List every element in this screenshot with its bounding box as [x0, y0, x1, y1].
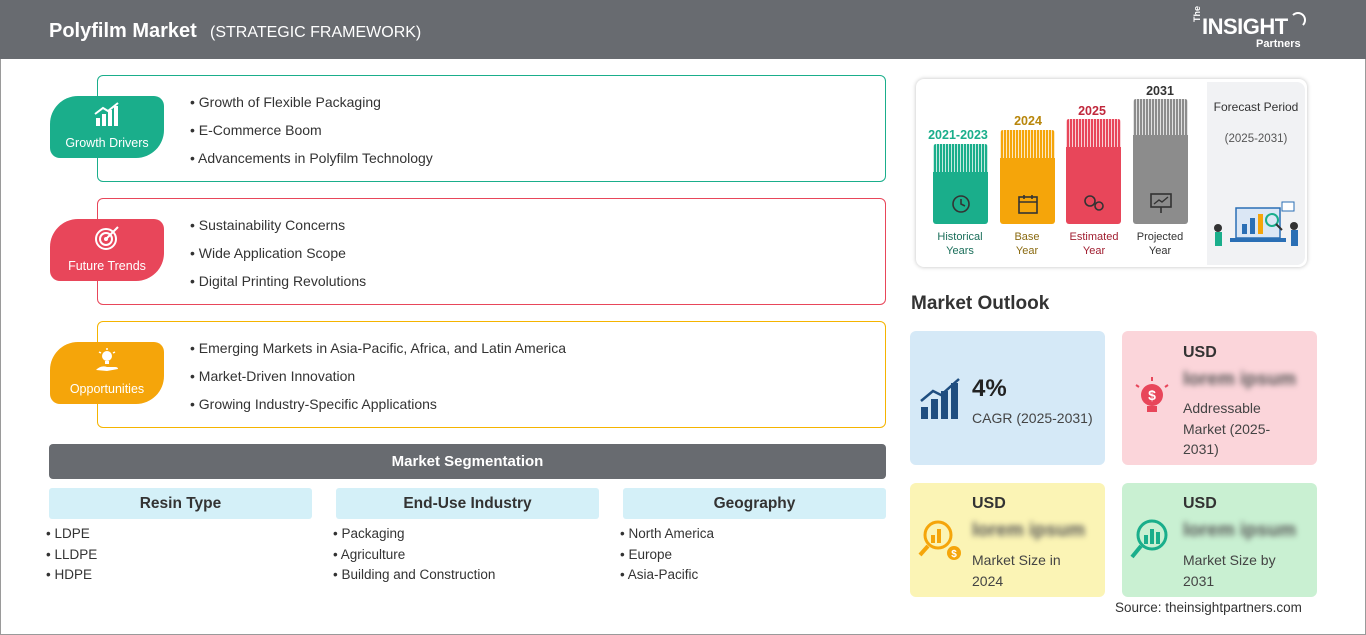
logo-partners: Partners	[1256, 38, 1301, 50]
page-title: Polyfilm Market	[49, 20, 197, 42]
header-bar: Polyfilm Market (STRATEGIC FRAMEWORK) Th…	[0, 0, 1366, 59]
forecast-title: Forecast Period	[1213, 100, 1299, 114]
list-item: Advancements in Polyfilm Technology	[190, 150, 433, 178]
list-item: North America	[620, 526, 714, 547]
addressable-value-blurred: lorem ipsum	[1183, 369, 1296, 390]
list-item: Asia-Pacific	[620, 567, 714, 588]
page-subtitle: (STRATEGIC FRAMEWORK)	[210, 24, 422, 41]
size2031-label: Market Size by 2031	[1183, 552, 1276, 589]
logo-insight: INSIGHT	[1202, 14, 1288, 39]
growth-chart-icon	[920, 378, 960, 419]
segment-list-resin-type: LDPE LLDPE HDPE	[46, 526, 97, 588]
list-item: HDPE	[46, 567, 97, 588]
size2024-label: Market Size in 2024	[972, 552, 1061, 589]
list-item: Europe	[620, 547, 714, 568]
insight-partners-logo[interactable]: The INSIGHT Partners	[1190, 6, 1310, 54]
bar-base	[1000, 130, 1055, 224]
cagr-tile: 4% CAGR (2025-2031)	[910, 331, 1105, 465]
market-size-2031-tile: USD lorem ipsum Market Size by 2031	[1122, 483, 1317, 597]
future-trends-list: Sustainability Concerns Wide Application…	[190, 217, 366, 301]
analytics-illustration-icon	[1214, 201, 1298, 246]
lightbulb-dollar-icon: $	[1135, 377, 1169, 412]
bar-historical	[933, 144, 988, 224]
lightbulb-hand-icon	[96, 348, 118, 371]
list-item: Wide Application Scope	[190, 245, 366, 273]
size2031-value-blurred: lorem ipsum	[1183, 520, 1296, 541]
history-icon	[952, 195, 970, 213]
segment-head-resin-type: Resin Type	[49, 488, 312, 519]
list-item: Growth of Flexible Packaging	[190, 94, 433, 122]
cagr-value: 4%	[972, 375, 1007, 402]
year-estimated: 2025	[1078, 104, 1106, 118]
addressable-market-tile: USD lorem ipsum $ Addressable Market (20…	[1122, 331, 1317, 465]
calendar-icon	[1018, 195, 1038, 214]
market-segmentation-bar: Market Segmentation	[49, 444, 886, 479]
magnifier-dollar-icon: $	[918, 520, 961, 560]
logo-the: The	[1192, 5, 1202, 22]
addressable-usd: USD	[1183, 344, 1217, 361]
opportunities-label: Opportunities	[69, 382, 145, 396]
future-trends-card: Sustainability Concerns Wide Application…	[97, 198, 886, 305]
source-note: Source: theinsightpartners.com	[1115, 600, 1302, 615]
list-item: LLDPE	[46, 547, 97, 568]
growth-drivers-badge: Growth Drivers	[50, 96, 164, 158]
list-item: LDPE	[46, 526, 97, 547]
size2024-value-blurred: lorem ipsum	[972, 520, 1085, 541]
list-item: Agriculture	[333, 547, 495, 568]
market-outlook-title: Market Outlook	[911, 293, 1050, 314]
magnifier-chart-icon	[1130, 519, 1168, 559]
year-projected: 2031	[1146, 84, 1174, 98]
cagr-label: CAGR (2025-2031)	[972, 410, 1093, 426]
size2024-usd: USD	[972, 495, 1006, 512]
growth-drivers-list: Growth of Flexible Packaging E-Commerce …	[190, 94, 433, 178]
growth-chart-icon	[94, 102, 119, 126]
list-item: Growing Industry-Specific Applications	[190, 396, 566, 424]
segment-head-end-use: End-Use Industry	[336, 488, 599, 519]
gears-icon	[1084, 195, 1104, 211]
addressable-label: Addressable Market (2025- 2031)	[1183, 400, 1271, 457]
svg-text:$: $	[1148, 387, 1156, 403]
opportunities-badge: Opportunities	[50, 342, 164, 404]
growth-drivers-card: Growth of Flexible Packaging E-Commerce …	[97, 75, 886, 182]
list-item: Digital Printing Revolutions	[190, 273, 366, 301]
forecast-range: (2025-2031)	[1224, 133, 1288, 145]
growth-drivers-label: Growth Drivers	[65, 136, 149, 150]
presentation-icon	[1150, 193, 1172, 213]
segment-list-geography: North America Europe Asia-Pacific	[620, 526, 714, 588]
list-item: Building and Construction	[333, 567, 495, 588]
size2031-usd: USD	[1183, 495, 1217, 512]
svg-text:$: $	[951, 549, 957, 560]
market-size-2024-tile: USD lorem ipsum $ Market Size in 2024	[910, 483, 1105, 597]
opportunities-card: Emerging Markets in Asia-Pacific, Africa…	[97, 321, 886, 428]
list-item: E-Commerce Boom	[190, 122, 433, 150]
list-item: Emerging Markets in Asia-Pacific, Africa…	[190, 340, 566, 368]
logo-arc-icon	[1290, 12, 1306, 28]
target-icon	[95, 226, 119, 250]
year-base: 2024	[1014, 114, 1042, 128]
year-historical: 2021-2023	[928, 128, 988, 142]
list-item: Sustainability Concerns	[190, 217, 366, 245]
future-trends-badge: Future Trends	[50, 219, 164, 281]
segment-list-end-use: Packaging Agriculture Building and Const…	[333, 526, 496, 588]
bar-estimated	[1066, 119, 1121, 224]
list-item: Market-Driven Innovation	[190, 368, 566, 396]
list-item: Packaging	[333, 526, 495, 547]
bar-projected	[1133, 99, 1188, 224]
segment-head-geography: Geography	[623, 488, 886, 519]
opportunities-list: Emerging Markets in Asia-Pacific, Africa…	[190, 340, 566, 424]
future-trends-label: Future Trends	[68, 259, 146, 273]
